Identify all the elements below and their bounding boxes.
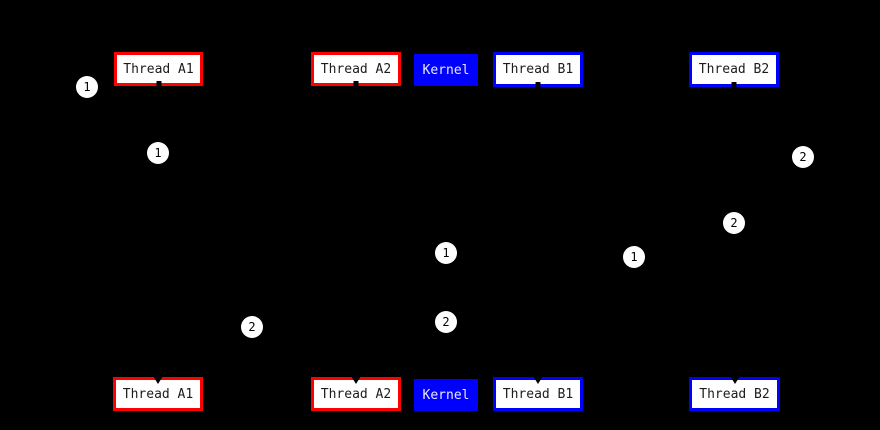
node-thread-a1-top: Thread A1 <box>114 52 203 90</box>
edge-arrowhead-icon <box>156 81 161 90</box>
edge-arrowhead-icon <box>353 81 359 90</box>
node-label: Thread B2 <box>699 386 770 402</box>
node-label: Thread A2 <box>320 61 392 77</box>
node-thread-a2-bottom: Thread A2 <box>311 376 401 411</box>
edge-label-circle: 1 <box>623 246 645 268</box>
node-label: Thread A1 <box>122 386 194 402</box>
edge-arrowhead-icon <box>351 376 361 384</box>
node-label: Thread B1 <box>502 386 574 402</box>
edge-arrowhead-icon <box>153 376 163 384</box>
edge-label-circle: 1 <box>76 76 98 98</box>
edge-arrowhead-icon <box>729 376 740 384</box>
node-thread-b2-bottom: Thread B2 <box>689 376 780 411</box>
edge-arrowhead-icon <box>535 82 541 91</box>
edge-arrowhead-icon <box>731 82 737 91</box>
node-label: Kernel <box>422 62 470 78</box>
edge-label-circle: 2 <box>792 146 814 168</box>
edge-arrowhead-icon <box>533 376 543 384</box>
edge-label-circle: 2 <box>241 316 263 338</box>
node-thread-b1-bottom: Thread B1 <box>493 376 583 411</box>
node-label: Kernel <box>422 387 470 403</box>
node-label: Thread B2 <box>698 62 770 77</box>
node-thread-a1-bottom: Thread A1 <box>113 376 203 411</box>
edge-label-circle: 2 <box>723 212 745 234</box>
node-thread-a2-top: Thread A2 <box>311 52 401 90</box>
edge-label-circle: 1 <box>435 242 457 264</box>
edge-label-circle: 1 <box>147 142 169 164</box>
node-kernel-top: Kernel <box>414 54 478 86</box>
node-label: Thread B1 <box>502 62 574 77</box>
edge-label-circle: 2 <box>435 311 457 333</box>
node-thread-b1-top: Thread B1 <box>493 52 583 91</box>
node-label: Thread A2 <box>320 386 392 402</box>
node-thread-b2-top: Thread B2 <box>689 52 779 91</box>
node-kernel-bottom: Kernel <box>414 379 478 411</box>
node-label: Thread A1 <box>123 61 194 77</box>
